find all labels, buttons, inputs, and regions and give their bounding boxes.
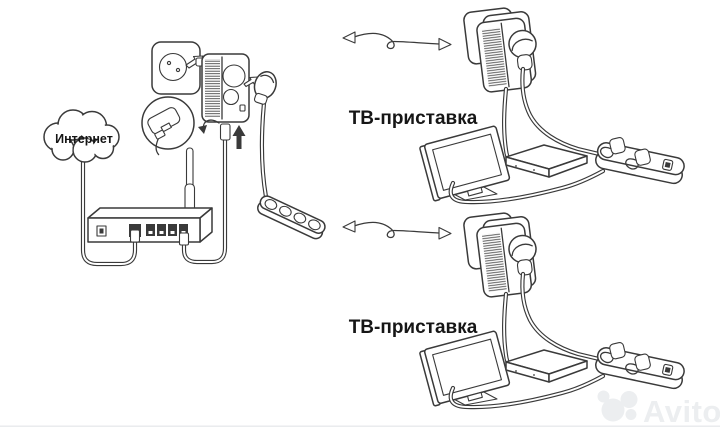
vent-grille [205, 59, 220, 117]
adapter-inset-magnifier [141, 96, 220, 156]
internet-label: Интернет [55, 132, 113, 146]
avito-text: Avito [643, 394, 720, 429]
power-strip-left [257, 195, 326, 240]
rj45-connector-adapter [219, 123, 231, 141]
port-slot [159, 231, 164, 234]
adapter-button [239, 104, 246, 112]
rj45-connector-router [178, 232, 190, 246]
router-lan-port [157, 224, 166, 236]
adapter-indicator-ring [222, 88, 240, 106]
router-lan-port [179, 224, 188, 236]
cloud-outline [43, 109, 120, 163]
socket-pin-hole [166, 60, 172, 66]
socket-hole [158, 52, 188, 82]
internet-cloud: Интернет [43, 109, 120, 163]
router-lan-port [168, 224, 177, 236]
avito-logo-icon [597, 390, 638, 422]
socket-pin-hole [175, 67, 181, 73]
rj45-connector-internet [129, 229, 141, 243]
port-slot [148, 231, 153, 234]
power-strip-plug [253, 71, 277, 105]
router-lan-port [146, 224, 155, 236]
router-top-face [87, 207, 213, 219]
rotate-arrowhead [198, 125, 207, 134]
tv-setup-label-top: ТВ-приставка [349, 108, 478, 129]
ethernet-port [160, 122, 172, 133]
strip-socket [279, 205, 292, 217]
adapter-bottom-view [147, 107, 181, 156]
plug-detail-line [260, 74, 275, 84]
strip-socket [308, 219, 321, 231]
powerline-adapter-main [195, 53, 259, 123]
wavy-arrow-bottom [342, 220, 452, 240]
strip-socket [293, 212, 307, 224]
wifi-router [87, 147, 213, 243]
port-slot [170, 231, 175, 234]
plug-neck [253, 92, 268, 105]
tv-setup-bottom [419, 212, 687, 410]
avito-watermark: Avito [597, 390, 720, 429]
port-slot [99, 228, 104, 234]
wall-socket [151, 41, 204, 95]
strip-socket [264, 199, 278, 210]
passthrough-socket [222, 64, 246, 88]
antenna-top [185, 147, 194, 189]
ethernet-cable [155, 138, 160, 156]
tv-setup-top [419, 7, 687, 205]
wavy-arrow-top [342, 31, 452, 51]
rj45-connector [154, 129, 166, 140]
up-arrow-icon [232, 125, 246, 149]
photo-bottom-edge [0, 425, 720, 427]
tv-setup-label-bottom: ТВ-приставка [349, 317, 478, 338]
